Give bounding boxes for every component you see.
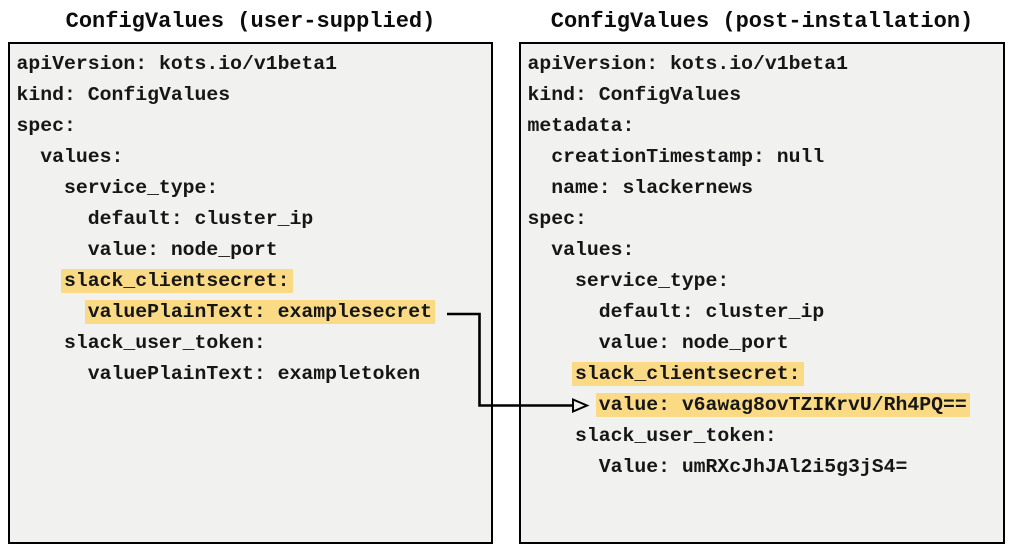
- yaml-line: valuePlainText: examplesecret: [17, 297, 492, 328]
- yaml-line: slack_user_token:: [17, 328, 492, 359]
- yaml-line: Value: umRXcJhJAl2i5g3jS4=: [528, 452, 1004, 483]
- yaml-text: values:: [551, 239, 635, 261]
- yaml-text: apiVersion: kots.io/v1beta1: [16, 53, 338, 75]
- yaml-text: default: cluster_ip: [87, 208, 314, 230]
- post-installation-panel: apiVersion: kots.io/v1beta1 kind: ConfigV…: [519, 42, 1005, 544]
- post-installation-yaml: apiVersion: kots.io/v1beta1 kind: ConfigV…: [528, 49, 1004, 483]
- yaml-text: Value: umRXcJhJAl2i5g3jS4=: [598, 456, 908, 478]
- yaml-text: default: cluster_ip: [598, 301, 825, 323]
- user-supplied-column: ConfigValues (user-supplied) apiVersion:…: [8, 0, 493, 544]
- yaml-text: kind: ConfigValues: [16, 84, 231, 106]
- yaml-line: default: cluster_ip: [528, 297, 1004, 328]
- yaml-text: kind: ConfigValues: [527, 84, 742, 106]
- yaml-line: service_type:: [528, 266, 1004, 297]
- yaml-line: kind: ConfigValues: [17, 80, 492, 111]
- yaml-text: service_type:: [63, 177, 219, 199]
- user-supplied-title: ConfigValues (user-supplied): [65, 8, 436, 34]
- yaml-text: value: node_port: [87, 239, 278, 261]
- yaml-line: values:: [17, 142, 492, 173]
- yaml-text: apiVersion: kots.io/v1beta1: [527, 53, 849, 75]
- yaml-text: spec:: [527, 208, 587, 230]
- yaml-text: spec:: [16, 115, 76, 137]
- yaml-text: value: node_port: [598, 332, 789, 354]
- yaml-line: slack_clientsecret:: [17, 266, 492, 297]
- yaml-text: slack_user_token:: [63, 332, 266, 354]
- yaml-line: service_type:: [17, 173, 492, 204]
- yaml-line: spec:: [17, 111, 492, 142]
- yaml-line: apiVersion: kots.io/v1beta1: [17, 49, 492, 80]
- yaml-text: slack_user_token:: [574, 425, 777, 447]
- highlighted-yaml-text: valuePlainText: examplesecret: [84, 300, 435, 324]
- user-supplied-panel: apiVersion: kots.io/v1beta1 kind: ConfigV…: [8, 42, 493, 544]
- yaml-line: slack_user_token:: [528, 421, 1004, 452]
- yaml-text: creationTimestamp: null: [551, 146, 825, 168]
- yaml-text: name: slackernews: [551, 177, 754, 199]
- yaml-line: value: node_port: [528, 328, 1004, 359]
- yaml-line: default: cluster_ip: [17, 204, 492, 235]
- highlighted-yaml-text: value: v6awag8ovTZIKrvU/Rh4PQ==: [595, 393, 970, 417]
- yaml-line: slack_clientsecret:: [528, 359, 1004, 390]
- yaml-line: creationTimestamp: null: [528, 142, 1004, 173]
- yaml-text: values:: [40, 146, 124, 168]
- highlighted-yaml-text: slack_clientsecret:: [60, 269, 293, 293]
- yaml-text: valuePlainText: exampletoken: [87, 363, 421, 385]
- yaml-line: kind: ConfigValues: [528, 80, 1004, 111]
- highlighted-yaml-text: slack_clientsecret:: [571, 362, 804, 386]
- yaml-text: metadata:: [527, 115, 635, 137]
- yaml-line: valuePlainText: exampletoken: [17, 359, 492, 390]
- yaml-line: apiVersion: kots.io/v1beta1: [528, 49, 1004, 80]
- post-installation-title: ConfigValues (post-installation): [550, 8, 974, 34]
- yaml-line: name: slackernews: [528, 173, 1004, 204]
- yaml-line: metadata:: [528, 111, 1004, 142]
- yaml-line: value: v6awag8ovTZIKrvU/Rh4PQ==: [528, 390, 1004, 421]
- post-installation-column: ConfigValues (post-installation) apiVers…: [519, 0, 1005, 544]
- yaml-text: service_type:: [574, 270, 730, 292]
- yaml-line: value: node_port: [17, 235, 492, 266]
- user-supplied-yaml: apiVersion: kots.io/v1beta1 kind: ConfigV…: [17, 49, 492, 390]
- yaml-line: values:: [528, 235, 1004, 266]
- yaml-line: spec:: [528, 204, 1004, 235]
